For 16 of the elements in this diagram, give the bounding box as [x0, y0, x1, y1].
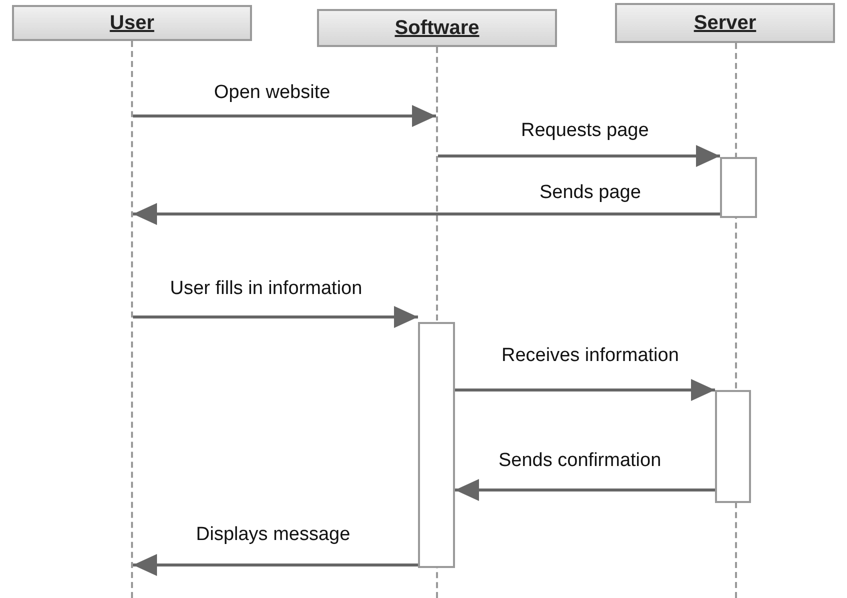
lifeline-header: Software: [317, 9, 557, 47]
activation-bar: [418, 322, 455, 568]
edge-label: Sends page: [538, 182, 643, 204]
arrow: [455, 479, 715, 501]
activation-bar: [715, 390, 751, 503]
lifeline-header: Server: [615, 3, 835, 43]
activation-bar: [720, 157, 757, 218]
arrow: [133, 554, 418, 576]
arrow: [455, 379, 715, 401]
lifeline: [131, 41, 133, 598]
arrow: [133, 105, 436, 127]
lifeline-header: User: [12, 5, 252, 41]
arrow: [133, 203, 720, 225]
arrow: [133, 306, 418, 328]
arrow: [438, 145, 720, 167]
edge-label: Open website: [212, 82, 332, 104]
